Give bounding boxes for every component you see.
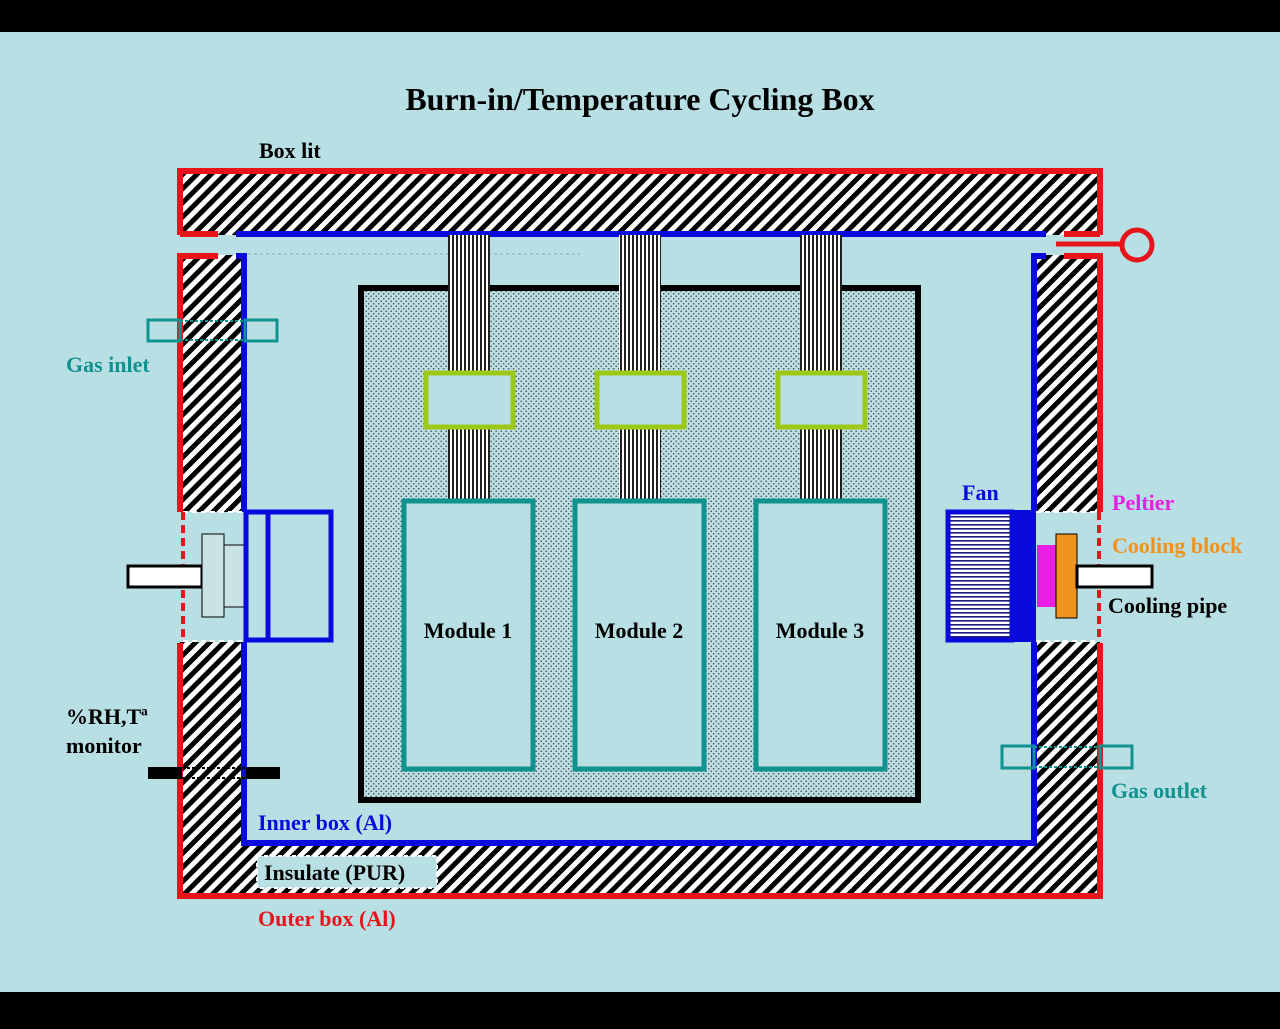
gas-inlet-port-outer [146,318,182,343]
left-cable-stub [126,564,204,589]
fan-grille [945,509,1015,643]
cooling-block [1055,533,1078,619]
fan-label: Fan [962,480,999,505]
peltier-label: Peltier [1112,490,1175,515]
rh-monitor-sensor-outer [148,767,182,779]
rh-monitor-sensor-inner [246,767,280,779]
cooling-pipe-label: Cooling pipe [1108,593,1227,618]
module-3-assembly: Module 3 [753,235,888,772]
module-1-cable-upper [448,235,490,372]
diagram-title: Burn-in/Temperature Cycling Box [405,81,874,117]
fan-motor [1012,510,1036,642]
gas-outlet-port-outer [1098,744,1134,770]
gas-outlet-port-inner [1000,744,1036,770]
lid-handle-ring [1119,227,1155,263]
outer-box-lid [177,168,1103,235]
inner-box-label: Inner box (Al) [258,810,392,835]
module-1-assembly: Module 1 [401,235,536,772]
gas-inlet-label: Gas inlet [66,352,150,377]
cooling-block-label: Cooling block [1112,533,1243,558]
box-lid-label: Box lit [259,138,321,163]
rh-monitor-label-line1: %RH,Tª [66,704,148,729]
module-2-box [572,498,707,772]
module-1-cable-lower [448,428,490,500]
insulate-label-background [256,855,438,889]
module-3-cable-lower [800,428,842,500]
module-3-connector [775,370,868,430]
box-lid-insulation [180,171,1100,235]
peltier-element [1037,545,1056,607]
cooling-pipe [1075,564,1154,589]
outer-box-body-right [1064,253,1103,512]
module-2-cable-upper [619,235,661,372]
module-3-cable-upper [800,235,842,372]
module-2-assembly: Module 2 [572,235,707,772]
gas-outlet-label: Gas outlet [1111,778,1208,803]
inner-box-body [236,253,1046,846]
module-2-cable-lower [619,428,661,500]
gas-inlet-port-inner [243,318,279,343]
insulate-label: Insulate (PUR) [264,860,405,885]
module-2-connector [594,370,687,430]
left-connector-panel-b [265,509,334,643]
left-connector-body [223,544,245,608]
left-connector-flange [201,533,225,618]
outer-box-label: Outer box (Al) [258,906,396,931]
module-3-label: Module 3 [776,618,865,643]
module-2-label: Module 2 [595,618,684,643]
module-1-connector [423,370,516,430]
rh-monitor-label-line2: monitor [66,733,142,758]
module-1-box [401,498,536,772]
outer-box-body [177,253,218,512]
module-1-label: Module 1 [424,618,513,643]
module-3-box [753,498,888,772]
